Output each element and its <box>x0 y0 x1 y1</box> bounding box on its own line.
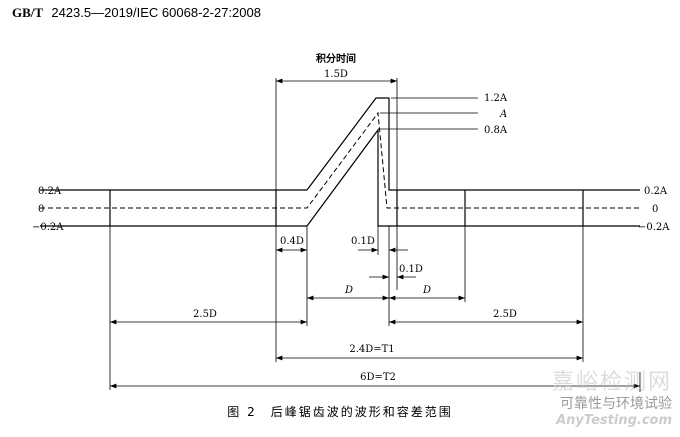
standard-header: GB/T 2423.5—2019/IEC 60068-2-27:2008 <box>12 5 261 21</box>
dim-fall-b: 0.1D <box>399 264 423 275</box>
nominal-waveform <box>40 111 640 209</box>
watermark-line3: AnyTesting.com <box>556 413 672 428</box>
dim-t2: 6D=T2 <box>360 372 396 383</box>
label-peak-nominal: A <box>499 109 507 120</box>
dim-d-left: D <box>344 285 353 296</box>
integration-time-label: 积分时间 <box>316 52 356 65</box>
tolerance-band <box>40 97 640 227</box>
standard-number: 2423.5—2019/IEC 60068-2-27:2008 <box>51 5 261 20</box>
label-right-zero: 0 <box>652 204 658 215</box>
dim-pre: 2.5D <box>193 309 217 320</box>
dim-post: 2.5D <box>493 309 517 320</box>
label-left-neg: −0.2A <box>32 222 64 233</box>
label-left-zero: 0 <box>38 204 44 215</box>
label-right-neg: −0.2A <box>638 222 670 233</box>
label-right-pos: 0.2A <box>644 186 668 197</box>
figure-caption: 图 2 后峰锯齿波的波形和容差范围 <box>227 405 453 419</box>
watermark-line2: 可靠性与环境试验 <box>560 396 672 412</box>
label-left-pos: 0.2A <box>38 186 62 197</box>
leader-lines <box>109 78 641 392</box>
standard-code: GB/T <box>12 5 44 20</box>
dim-fall-a: 0.1D <box>351 236 375 247</box>
dimension-arrows <box>110 78 640 389</box>
dim-t1: 2.4D=T1 <box>349 344 394 355</box>
dim-integration: 1.5D <box>324 69 348 80</box>
watermark: 嘉峪检测网 可靠性与环境试验 AnyTesting.com <box>552 370 672 429</box>
dim-rise-offset: 0.4D <box>280 236 304 247</box>
watermark-line1: 嘉峪检测网 <box>551 370 672 395</box>
dim-d-right: D <box>422 285 431 296</box>
label-peak-low: 0.8A <box>484 125 508 136</box>
label-peak-high: 1.2A <box>484 93 508 104</box>
